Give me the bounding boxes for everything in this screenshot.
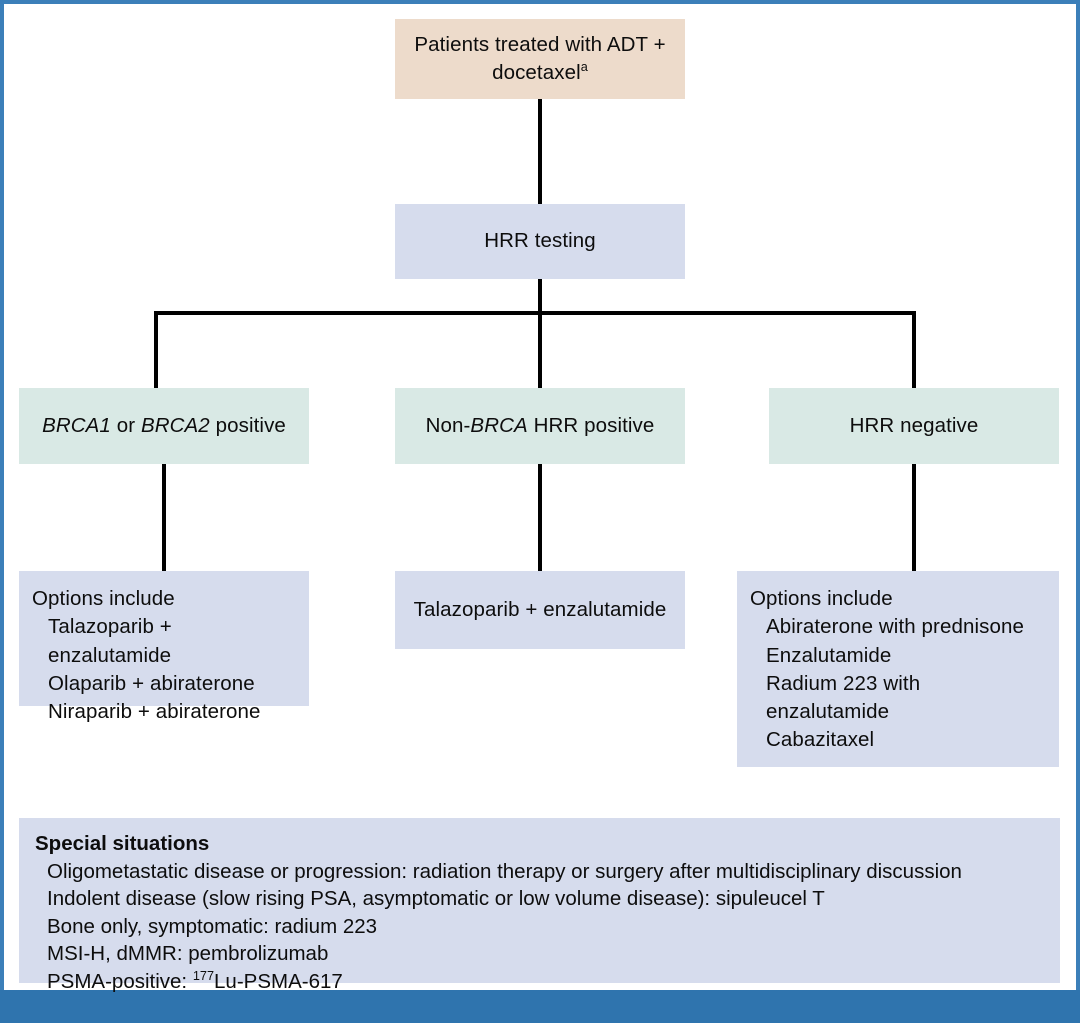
gene-brca: BRCA [470, 413, 528, 437]
psma-suffix: Lu-PSMA-617 [214, 969, 343, 993]
footnote-marker-a: a [580, 59, 588, 75]
psma-prefix: PSMA-positive: [47, 969, 193, 993]
connector-branch-left-to-options [162, 464, 166, 571]
options-right-heading: Options include [750, 587, 893, 610]
options-brca-positive-list: Options include Talazoparib + enzalutami… [32, 585, 295, 726]
psma-isotope-superscript: 177 [192, 967, 215, 983]
frame-border-top [0, 0, 1080, 4]
options-middle-label: Talazoparib + enzalutamide [413, 597, 667, 621]
special-situations-line-2: Indolent disease (slow rising PSA, asymp… [47, 887, 825, 911]
node-hrr-testing[interactable]: HRR testing [395, 204, 685, 279]
node-non-brca-label: Non-BRCA HRR positive [426, 412, 655, 440]
non-brca-suffix: HRR positive [527, 413, 655, 437]
node-hrr-testing-label: HRR testing [484, 229, 596, 253]
node-non-brca-hrr-positive[interactable]: Non-BRCA HRR positive [395, 388, 685, 464]
brca-conjunction: or [110, 413, 141, 437]
node-root-line1: Patients treated with ADT + [414, 32, 666, 56]
node-options-non-brca[interactable]: Talazoparib + enzalutamide [395, 571, 685, 649]
connector-bus-to-branch-left [154, 311, 158, 388]
node-options-brca-positive[interactable]: Options include Talazoparib + enzalutami… [19, 571, 309, 723]
gene-brca1: BRCA1 [42, 413, 111, 437]
options-right-item-1: Abiraterone with prednisone [766, 615, 1024, 639]
connector-root-to-testing [538, 99, 542, 204]
node-patients-treated-label: Patients treated with ADT + docetaxela [414, 31, 665, 88]
special-situations-line-psma: PSMA-positive: 177Lu-PSMA-617 [35, 968, 1044, 996]
node-patients-treated-with-adt-docetaxel[interactable]: Patients treated with ADT + docetaxela [395, 19, 685, 99]
node-root-line2: docetaxel [492, 61, 581, 84]
node-options-hrr-negative[interactable]: Options include Abiraterone with prednis… [737, 571, 1059, 767]
frame-border-left [0, 0, 4, 990]
special-situations-line-4: MSI-H, dMMR: pembrolizumab [47, 942, 329, 966]
gene-brca2: BRCA2 [140, 413, 210, 437]
node-hrr-negative[interactable]: HRR negative [769, 388, 1059, 464]
options-left-item-3: Niraparib + abiraterone [48, 700, 261, 724]
node-hrr-negative-label: HRR negative [849, 413, 979, 437]
options-left-item-1: Talazoparib + enzalutamide [48, 615, 172, 667]
options-left-heading: Options include [32, 587, 175, 610]
connector-testing-to-bus [538, 279, 542, 315]
options-right-item-3: Radium 223 with enzalutamide [766, 671, 921, 724]
frame-border-right [1076, 0, 1080, 990]
connector-bus-to-branch-middle [538, 311, 542, 388]
options-hrr-negative-list: Options include Abiraterone with prednis… [750, 585, 1045, 755]
options-right-item-4: Cabazitaxel [766, 728, 875, 752]
brca-positive-suffix: positive [209, 413, 286, 437]
connector-horizontal-bus [154, 311, 916, 315]
non-brca-prefix: Non- [425, 413, 471, 437]
special-situations-line-3: Bone only, symptomatic: radium 223 [47, 914, 378, 938]
connector-branch-middle-to-options [538, 464, 542, 571]
node-brca1-or-brca2-positive[interactable]: BRCA1 or BRCA2 positive [19, 388, 309, 464]
special-situations-panel[interactable]: Special situations Oligometastatic disea… [19, 818, 1060, 993]
options-left-item-2: Olaparib + abiraterone [48, 671, 255, 695]
special-situations-title: Special situations [35, 832, 210, 855]
options-right-item-2: Enzalutamide [766, 643, 892, 667]
special-situations-line-1: Oligometastatic disease or progression: … [47, 859, 962, 883]
node-brca-positive-label: BRCA1 or BRCA2 positive [42, 412, 286, 440]
connector-branch-right-to-options [912, 464, 916, 571]
frame-footer-bar [0, 990, 1080, 1023]
connector-bus-to-branch-right [912, 311, 916, 388]
